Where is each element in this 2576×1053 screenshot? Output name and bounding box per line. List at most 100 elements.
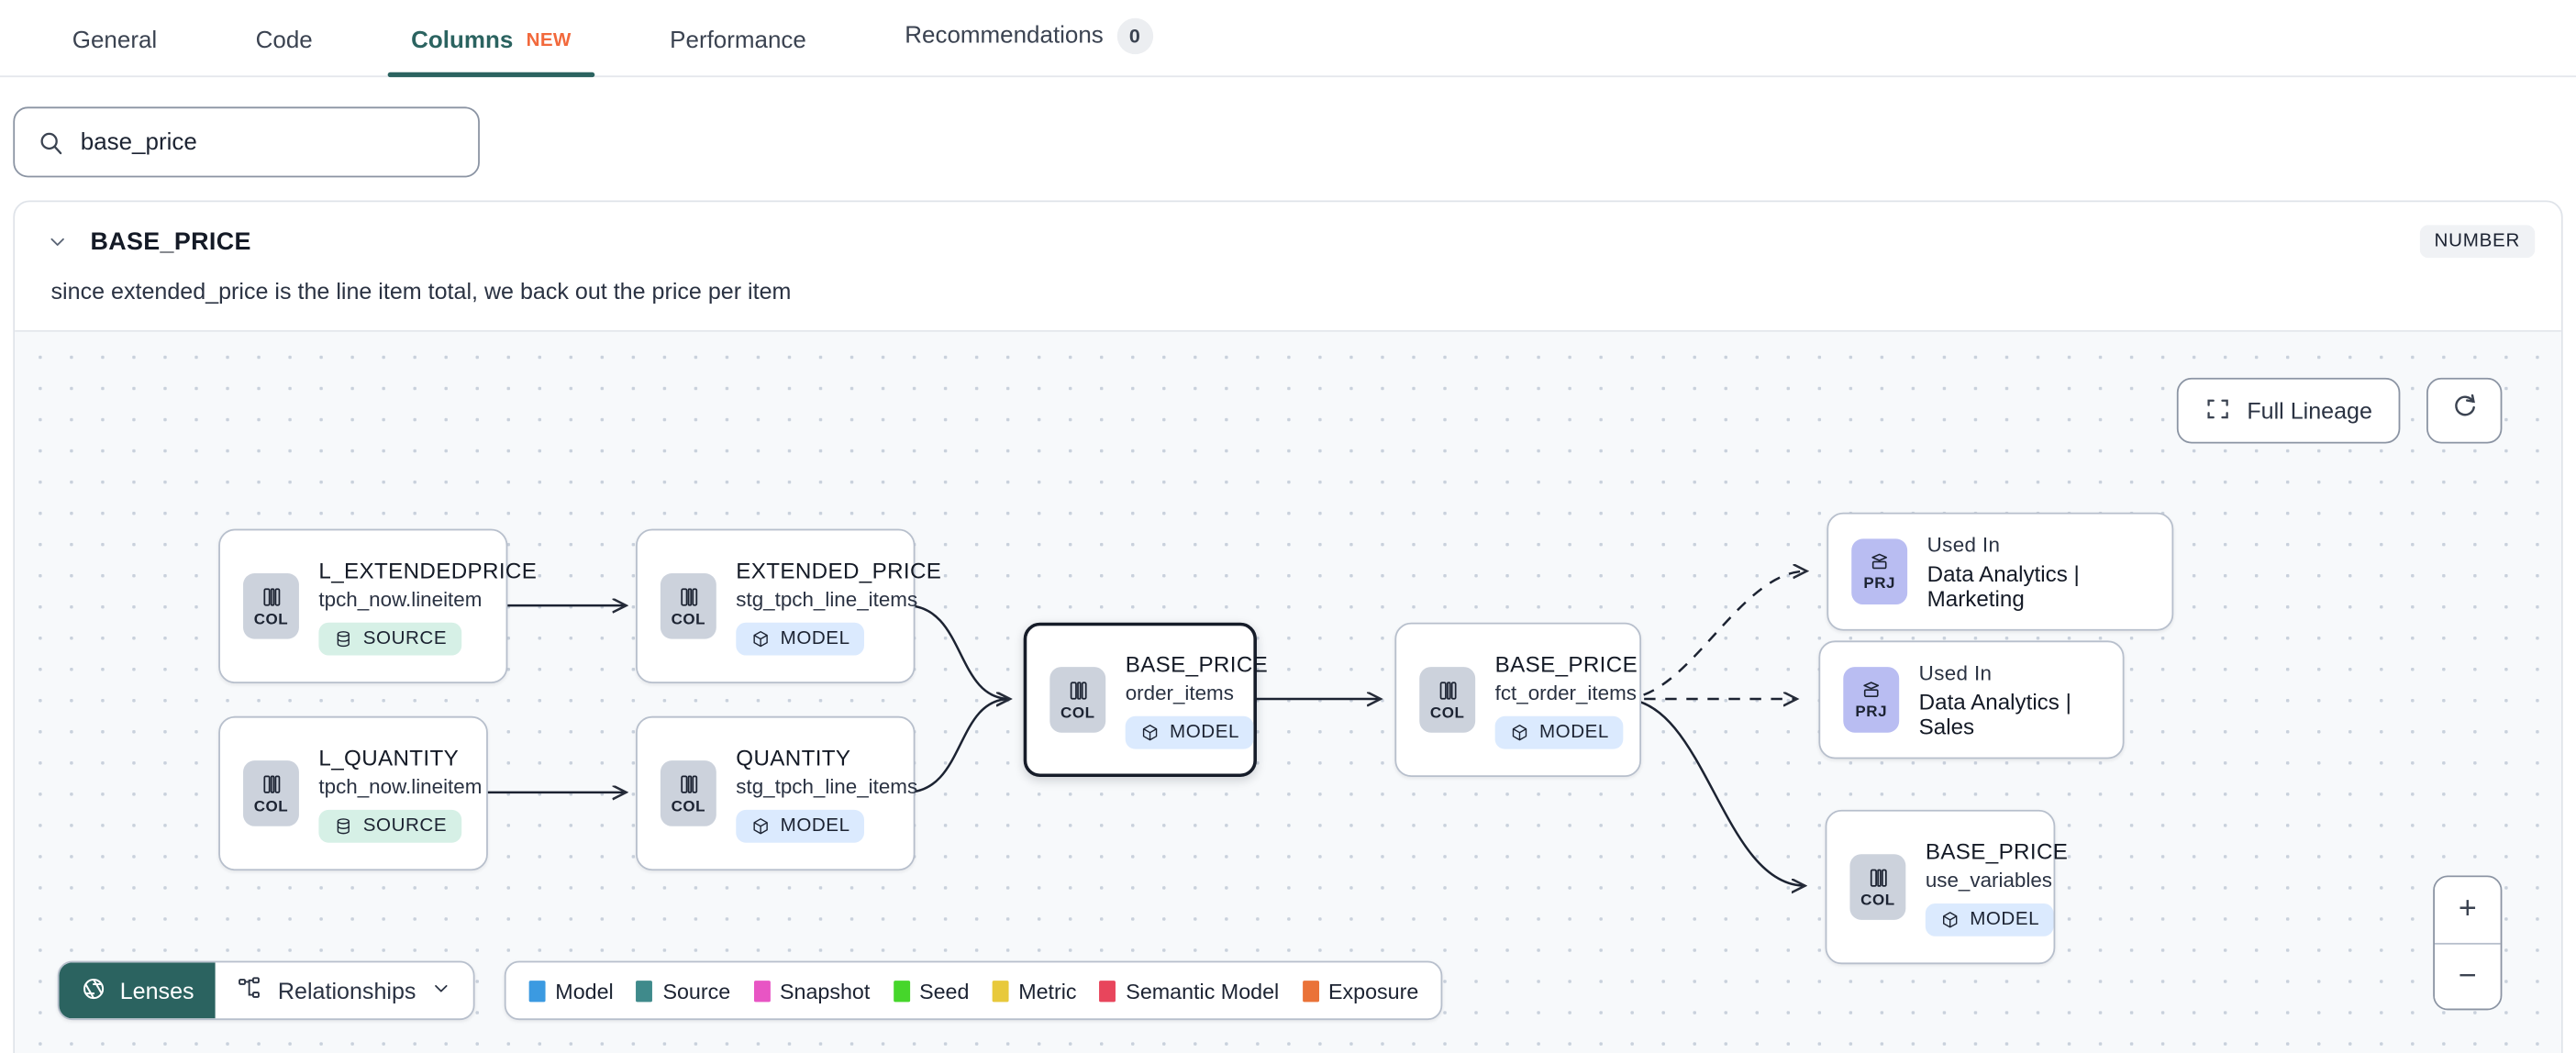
node-title: BASE_PRICE [1925, 838, 2069, 864]
cube-icon [753, 630, 768, 647]
node-tag-model: MODEL [736, 621, 865, 655]
node-subtitle: fct_order_items [1494, 681, 1637, 704]
database-icon [337, 817, 350, 834]
prj-chip-icon: PRJ [1843, 667, 1900, 733]
chip-label: COL [671, 797, 706, 816]
node-subtitle: order_items [1125, 681, 1234, 704]
lineage-node-base-price-fct-order-items[interactable]: COL BASE_PRICE fct_order_items MODEL [1394, 622, 1642, 778]
node-title: BASE_PRICE [1125, 651, 1269, 676]
node-tag-label: SOURCE [362, 815, 448, 836]
node-tag-label: MODEL [1170, 722, 1240, 742]
refresh-icon [2450, 393, 2478, 428]
zoom-in-button[interactable]: + [2434, 877, 2501, 943]
tab-label: Performance [670, 28, 806, 55]
search-icon [38, 129, 64, 156]
hierarchy-icon [237, 975, 263, 1006]
legend-swatch [1302, 980, 1319, 1002]
cube-icon [1512, 724, 1527, 740]
chip-label: PRJ [1855, 703, 1888, 722]
lenses-button[interactable]: Lenses [59, 962, 216, 1019]
node-body: L_EXTENDEDPRICE tpch_now.lineitem SOURCE [318, 558, 537, 655]
legend-label: Source [662, 978, 731, 1003]
node-tag-label: SOURCE [362, 627, 448, 648]
legend-swatch [753, 980, 771, 1002]
project-icon [1863, 682, 1880, 697]
node-tag-model: MODEL [1494, 715, 1625, 748]
lineage-node-base-price-order-items[interactable]: COL BASE_PRICE order_items MODEL [1023, 622, 1269, 778]
refresh-button[interactable] [2426, 377, 2503, 444]
lineage-legend: Model Source Snapshot Seed Metric [504, 960, 1444, 1021]
column-description: since extended_price is the line item to… [50, 277, 792, 305]
full-lineage-label: Full Lineage [2247, 397, 2372, 425]
relationships-button[interactable]: Relationships [216, 962, 473, 1018]
tab-label: General [72, 28, 158, 55]
col-chip-icon: COL [660, 760, 716, 826]
tab-label: Columns [411, 28, 514, 55]
node-tag-model: MODEL [1125, 715, 1255, 748]
chip-label: COL [253, 610, 289, 628]
legend-item-seed: Seed [893, 978, 969, 1003]
node-subtitle: Data Analytics | Sales [1918, 689, 2071, 738]
zoom-out-button[interactable]: − [2434, 942, 2501, 1009]
lineage-node-used-in-sales[interactable]: PRJ Used In Data Analytics | Sales [1818, 640, 2125, 759]
search-input[interactable] [80, 128, 456, 156]
tab-recommendations[interactable]: Recommendations 0 [882, 17, 1175, 76]
node-tag-label: MODEL [780, 627, 850, 648]
chip-label: COL [1060, 704, 1095, 723]
col-chip-icon: COL [1049, 667, 1106, 733]
node-tag-label: MODEL [780, 815, 850, 836]
legend-swatch [893, 980, 910, 1002]
col-chip-icon: COL [660, 572, 716, 639]
node-title: QUANTITY [736, 745, 851, 770]
prj-chip-icon: PRJ [1851, 538, 1908, 605]
lineage-node-l-extendedprice[interactable]: COL L_EXTENDEDPRICE tpch_now.lineitem SO… [218, 528, 537, 683]
node-body: BASE_PRICE fct_order_items MODEL [1494, 651, 1638, 748]
tab-code[interactable]: Code [233, 28, 336, 75]
legend-swatch [992, 980, 1009, 1002]
node-body: BASE_PRICE use_variables MODEL [1925, 838, 2069, 936]
node-tag-model: MODEL [1925, 903, 2055, 936]
lineage-canvas[interactable]: COL L_EXTENDEDPRICE tpch_now.lineitem SO… [15, 329, 2561, 1053]
node-body: L_QUANTITY tpch_now.lineitem SOURCE [318, 745, 482, 842]
tab-performance[interactable]: Performance [647, 28, 829, 75]
aperture-icon [81, 975, 107, 1006]
search-box[interactable] [13, 106, 480, 178]
legend-label: Semantic Model [1126, 978, 1280, 1003]
legend-item-model: Model [528, 978, 614, 1003]
legend-label: Exposure [1327, 978, 1419, 1003]
node-subtitle: stg_tpch_line_items [736, 774, 918, 798]
legend-swatch [1099, 980, 1116, 1002]
lineage-node-l-quantity[interactable]: COL L_QUANTITY tpch_now.lineitem SOURCE [218, 715, 488, 871]
lineage-node-quantity[interactable]: COL QUANTITY stg_tpch_line_items MODEL [636, 715, 918, 871]
chip-label: COL [671, 610, 706, 628]
node-subtitle: Data Analytics | Marketing [1926, 560, 2080, 611]
lineage-node-extended-price[interactable]: COL EXTENDED_PRICE stg_tpch_line_items M… [636, 528, 941, 683]
chip-label: COL [1860, 891, 1895, 910]
lineage-node-used-in-marketing[interactable]: PRJ Used In Data Analytics | Marketing [1827, 512, 2174, 631]
tab-new-badge: NEW [526, 31, 572, 51]
legend-label: Metric [1018, 978, 1077, 1003]
node-title: L_QUANTITY [318, 745, 460, 770]
column-header: BASE_PRICE NUMBER [15, 202, 2561, 264]
chip-label: PRJ [1863, 574, 1896, 593]
col-chip-icon: COL [243, 572, 299, 639]
cube-icon [1142, 724, 1158, 740]
expand-icon [2204, 395, 2231, 427]
lenses-group: Lenses Relationships [57, 960, 475, 1021]
legend-swatch [528, 980, 546, 1002]
node-title: BASE_PRICE [1494, 651, 1638, 676]
lineage-edges [481, 332, 2561, 1053]
tab-general[interactable]: General [50, 28, 181, 75]
node-body: BASE_PRICE order_items MODEL [1125, 651, 1269, 748]
full-lineage-button[interactable]: Full Lineage [2176, 377, 2401, 444]
chevron-down-icon[interactable] [41, 225, 74, 258]
node-subtitle: stg_tpch_line_items [736, 587, 918, 611]
node-body: Used In Data Analytics | Marketing [1927, 533, 2149, 610]
column-type-badge: NUMBER [2419, 225, 2536, 259]
lineage-node-base-price-use-variables[interactable]: COL BASE_PRICE use_variables MODEL [1825, 809, 2069, 965]
node-tag-label: MODEL [1538, 722, 1609, 742]
column-card: BASE_PRICE NUMBER since extended_price i… [13, 200, 2563, 1053]
tab-columns[interactable]: Columns NEW [388, 28, 595, 78]
